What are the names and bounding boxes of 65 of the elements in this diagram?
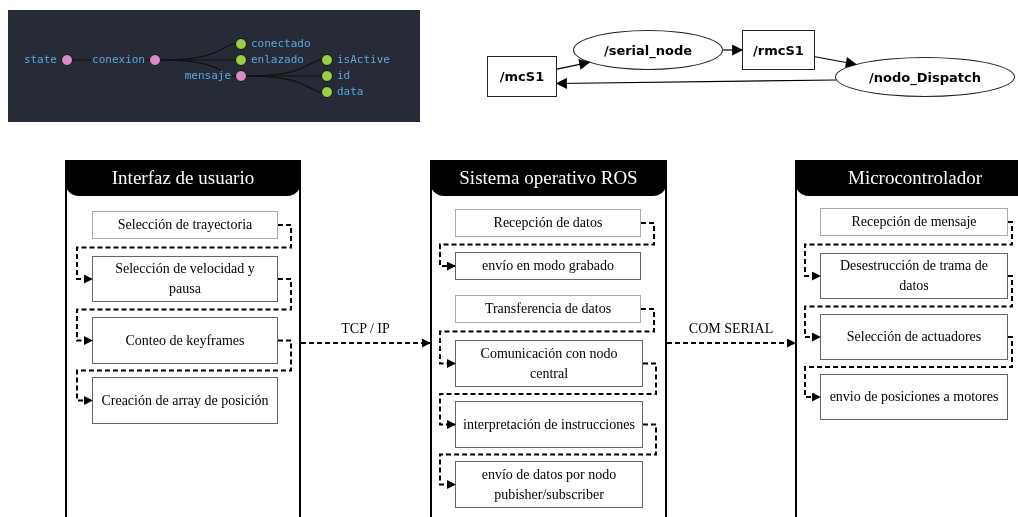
dashed-arrow	[666, 338, 796, 348]
ros-topic-box	[742, 30, 815, 70]
dashed-arrow	[439, 308, 655, 368]
process-label: Recepción de datos	[493, 214, 603, 232]
dashed-arrow	[804, 221, 1013, 281]
swimlane-panel	[65, 160, 301, 517]
tree-label: id	[336, 70, 352, 82]
tree-label: state	[22, 54, 58, 66]
panel-header: Interfaz de usuario	[65, 160, 301, 196]
arrow	[556, 59, 591, 70]
process-label: Creación de array de posición	[101, 391, 269, 410]
process-label: Comunicación con nodo central	[479, 344, 619, 383]
process-label: Desestrucción de trama de datos	[838, 257, 990, 295]
process-label: envío en modo grabado	[482, 257, 614, 275]
process-label: Selección de trayectoria	[117, 216, 253, 234]
tree-label: conexion	[91, 54, 146, 66]
process-label: Selección de velocidad y pausa	[114, 260, 256, 298]
dashed-arrow	[439, 423, 657, 489]
arrow	[814, 56, 857, 68]
tree-label: data	[336, 86, 365, 98]
swimlane-panel	[795, 160, 1018, 517]
arrow	[722, 44, 744, 56]
process-box	[455, 340, 643, 387]
process-box	[455, 252, 641, 280]
process-box	[820, 253, 1008, 299]
process-box	[455, 461, 643, 508]
process-box	[92, 317, 278, 364]
process-label: Selección de actuadores	[846, 328, 982, 346]
process-box	[455, 295, 641, 323]
panel-header: Sistema operativo ROS	[430, 160, 667, 196]
tree-label: conectado	[250, 38, 312, 50]
tree-link	[246, 75, 322, 93]
process-box	[92, 211, 278, 239]
process-label: interpretación de instrucciones	[463, 415, 635, 434]
process-box	[455, 209, 641, 237]
arrow	[555, 77, 837, 89]
node-label: /mcS1	[499, 69, 545, 84]
process-label: Recepción de mensaje	[851, 213, 977, 231]
process-label: Transferencia de datos	[484, 300, 612, 318]
dashed-arrow	[439, 222, 655, 271]
process-box	[92, 377, 278, 424]
process-label: envio de posiciones a motores	[829, 388, 999, 406]
process-label: Conteo de keyframes	[125, 331, 245, 350]
dashed-arrow	[804, 336, 1013, 402]
dashed-arrow	[76, 339, 292, 405]
process-box	[92, 256, 278, 302]
process-label: envío de datos por nodo pubisher/subscriber	[480, 465, 618, 504]
node-label: /rmcS1	[753, 42, 804, 58]
ros-topic-box	[487, 56, 557, 97]
swimlane-panel	[430, 160, 667, 517]
node-label: /serial_node	[603, 42, 693, 58]
dashed-arrow	[439, 362, 657, 429]
process-box	[820, 314, 1008, 360]
process-box	[820, 374, 1008, 420]
tree-label: enlazado	[250, 54, 305, 66]
dashed-arrow	[76, 224, 292, 284]
panel-header: Microcontrolador	[795, 160, 1018, 196]
dashed-arrow	[76, 278, 292, 345]
tree-label: isActive	[336, 54, 391, 66]
dashed-arrow	[804, 275, 1013, 342]
process-box	[455, 401, 643, 448]
process-box	[820, 208, 1008, 236]
node-label: /nodo_Dispatch	[869, 69, 981, 85]
tree-label: mensaje	[183, 70, 232, 82]
dashed-arrow	[300, 338, 431, 348]
